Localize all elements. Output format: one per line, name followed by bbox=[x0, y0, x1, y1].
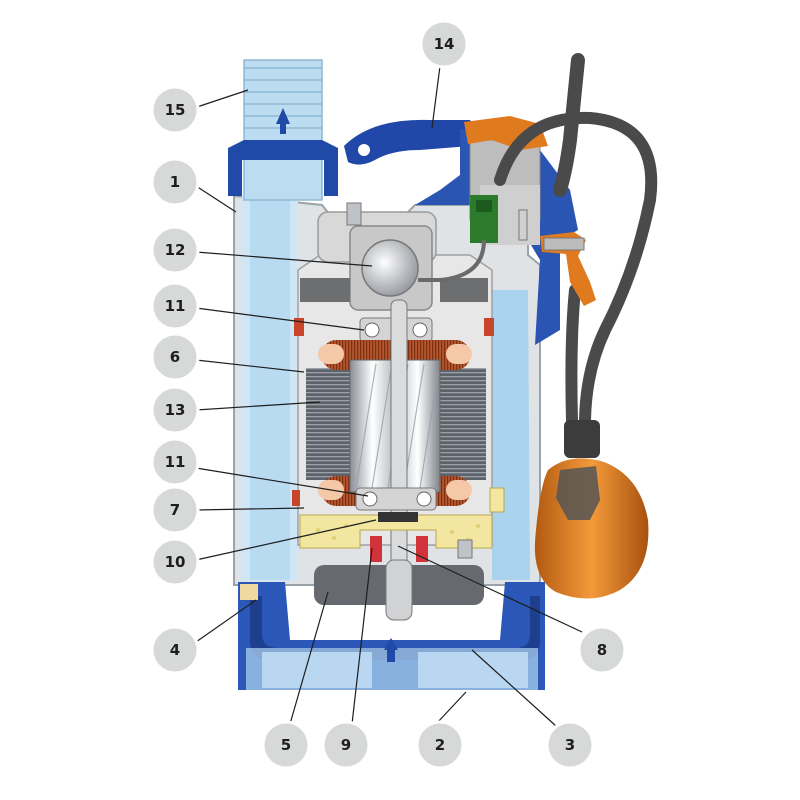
top-screw bbox=[346, 202, 362, 226]
svg-text:9: 9 bbox=[341, 736, 351, 754]
svg-text:11: 11 bbox=[165, 297, 186, 315]
svg-text:10: 10 bbox=[165, 553, 186, 571]
svg-text:13: 13 bbox=[165, 401, 186, 419]
callout-7: 7 bbox=[150, 485, 200, 535]
callout-10: 10 bbox=[150, 537, 200, 587]
callout-12: 12 bbox=[150, 225, 200, 275]
mechanical-seal bbox=[370, 536, 382, 562]
callout-4: 4 bbox=[150, 625, 200, 675]
pump-body bbox=[228, 59, 578, 690]
callout-6: 6 bbox=[150, 332, 200, 382]
float-switch bbox=[494, 53, 658, 599]
oil-chamber bbox=[299, 514, 493, 549]
capacitor bbox=[361, 239, 419, 297]
svg-text:8: 8 bbox=[597, 641, 607, 659]
float-cable bbox=[494, 111, 658, 426]
callout-11-upper: 11 bbox=[150, 281, 200, 331]
outlet-nut bbox=[228, 140, 338, 196]
callout-11-lower: 11 bbox=[150, 437, 200, 487]
callout-13: 13 bbox=[150, 385, 200, 435]
svg-text:2: 2 bbox=[435, 736, 445, 754]
svg-text:7: 7 bbox=[170, 501, 180, 519]
callout-3: 3 bbox=[545, 720, 595, 770]
flow-arrow-up-icon bbox=[276, 108, 290, 134]
svg-text:15: 15 bbox=[165, 101, 186, 119]
svg-text:4: 4 bbox=[170, 641, 180, 659]
callout-5: 5 bbox=[261, 720, 311, 770]
callout-15: 15 bbox=[150, 85, 200, 135]
lower-bearing bbox=[355, 487, 437, 511]
leader-lines bbox=[193, 65, 583, 727]
svg-text:14: 14 bbox=[434, 35, 455, 53]
callouts: 15 1 12 11 6 13 11 7 bbox=[150, 19, 627, 770]
water-jacket-right bbox=[492, 290, 530, 580]
svg-text:3: 3 bbox=[565, 736, 575, 754]
callout-8: 8 bbox=[577, 625, 627, 675]
svg-text:12: 12 bbox=[165, 241, 186, 259]
svg-text:5: 5 bbox=[281, 736, 291, 754]
carry-handle bbox=[344, 119, 480, 165]
callout-14: 14 bbox=[419, 19, 469, 69]
power-cable bbox=[553, 53, 585, 197]
inflow-arrow-up-icon bbox=[384, 638, 398, 662]
svg-text:6: 6 bbox=[170, 348, 180, 366]
callout-2: 2 bbox=[415, 720, 465, 770]
svg-text:11: 11 bbox=[165, 453, 186, 471]
svg-text:1: 1 bbox=[170, 173, 180, 191]
callout-9: 9 bbox=[321, 720, 371, 770]
callout-1: 1 bbox=[150, 157, 200, 207]
